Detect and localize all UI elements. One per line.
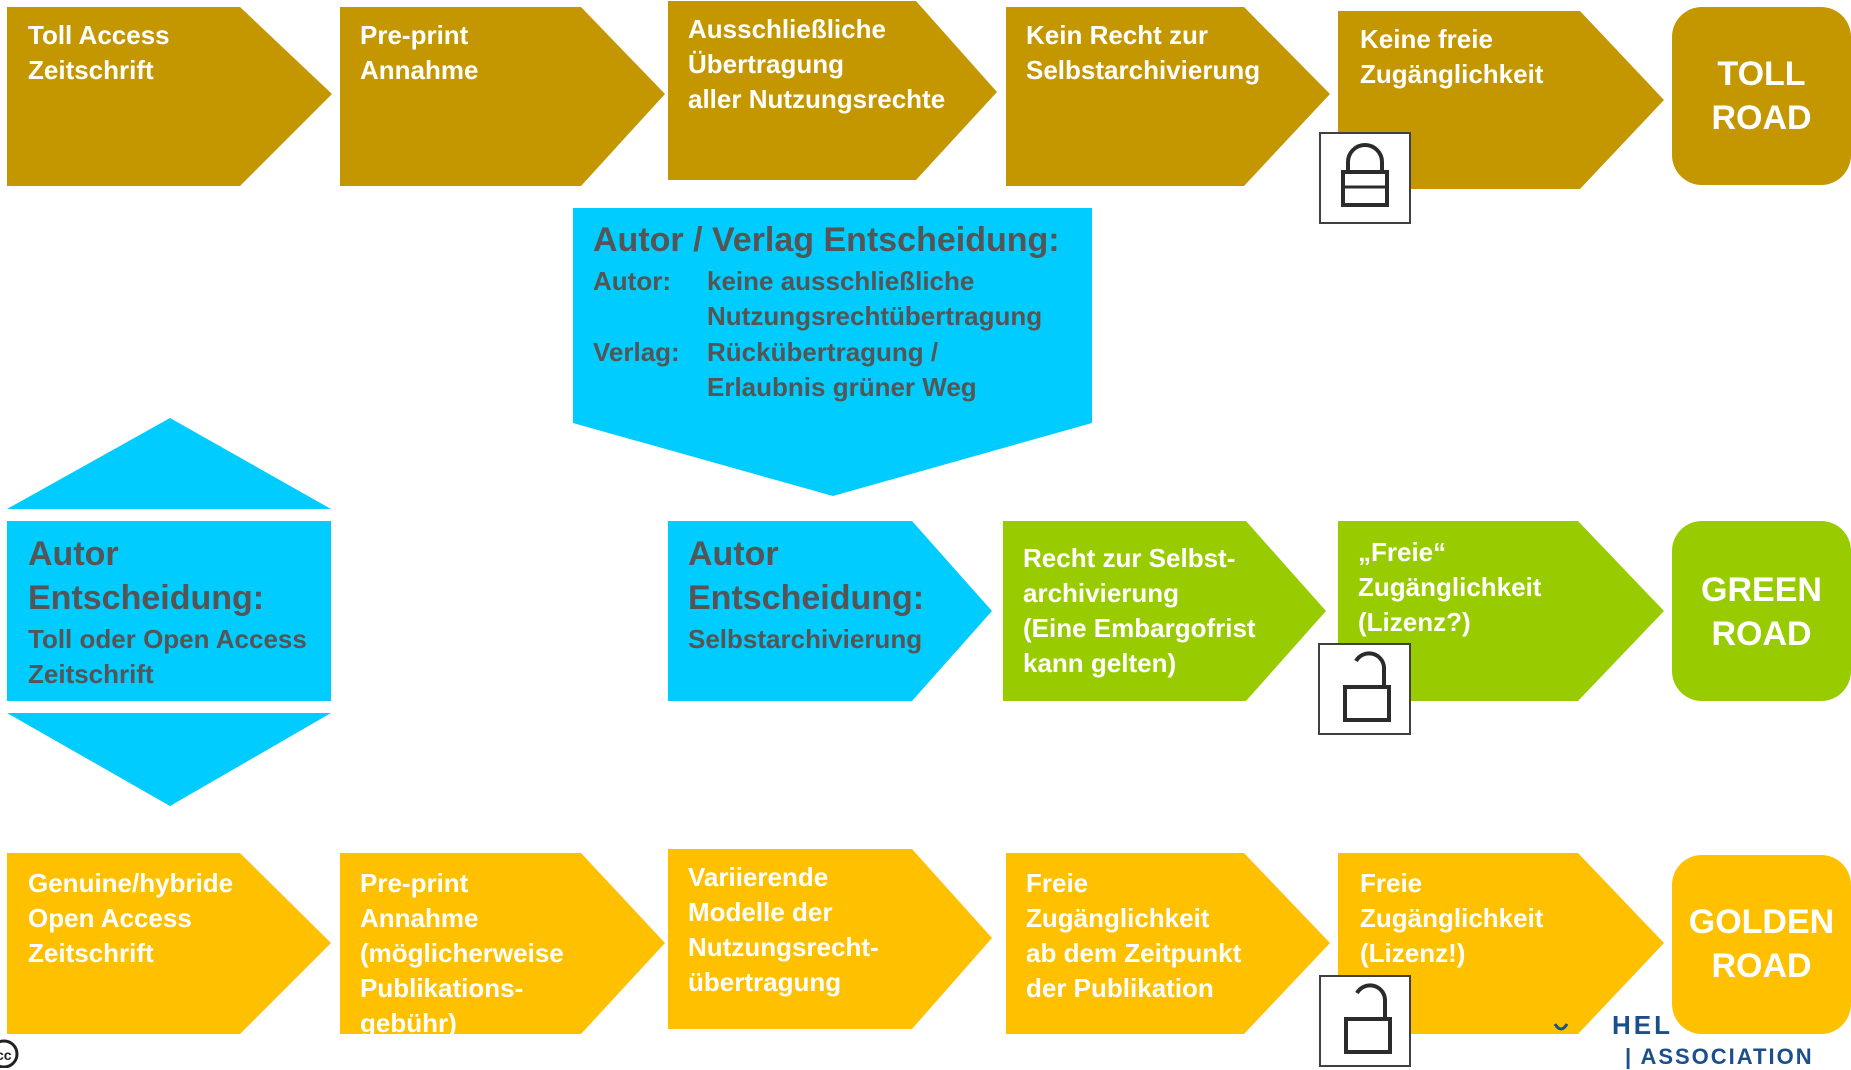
toll-road-box — [1672, 7, 1851, 185]
golden-road-label: GOLDEN ROAD — [1688, 903, 1835, 985]
green-decision-arrow — [668, 521, 992, 701]
toll-step-5-arrow — [1338, 11, 1664, 189]
toll-step-4-label: Kein Recht zur Selbstarchivierung — [1026, 20, 1261, 85]
decision-autor-label: Autor: — [593, 266, 671, 296]
green-road-box — [1672, 521, 1851, 701]
gold-step-3-label: Variierende Modelle der Nutzungsrecht- ü… — [688, 862, 879, 997]
gold-step-4-label: Freie Zugänglichkeit ab dem Zeitpunkt de… — [1026, 868, 1242, 1003]
decision-autor-text: keine ausschließliche Nutzungsrechtübert… — [707, 266, 1043, 331]
left-up-arrow-head — [7, 418, 331, 509]
left-decision-subtitle: Toll oder Open Access Zeitschrift — [28, 624, 307, 689]
toll-step-2-label: Pre-print Annahme — [360, 20, 479, 85]
gold-step-2-label: Pre-print Annahme (möglicherweise Publik… — [360, 868, 564, 1038]
decision-verlag-label: Verlag: — [593, 337, 680, 367]
left-decision-box — [7, 521, 331, 701]
decision-title: Autor / Verlag Entscheidung: — [593, 221, 1060, 259]
toll-step-3-arrow — [668, 1, 997, 180]
green-step-1-label: Recht zur Selbst- archivierung (Eine Emb… — [1023, 543, 1256, 678]
author-publisher-decision-shape — [573, 208, 1092, 496]
logo-name-partial: HEL — [1612, 1010, 1673, 1040]
left-decision-title: Autor Entscheidung: — [28, 535, 265, 617]
cc-icon: cc — [0, 1039, 19, 1068]
green-road-label: GREEN ROAD — [1701, 571, 1822, 653]
green-step-1-arrow — [1003, 521, 1326, 701]
toll-step-2-arrow — [340, 7, 665, 186]
logo-association: | ASSOCIATION — [1625, 1044, 1814, 1069]
gold-step-5-label: Freie Zugänglichkeit (Lizenz!) — [1360, 868, 1544, 968]
toll-step-4-arrow — [1006, 7, 1330, 186]
toll-step-5-label: Keine freie Zugänglichkeit — [1360, 24, 1544, 89]
toll-road-label: TOLL ROAD — [1711, 55, 1812, 137]
gold-step-4-arrow — [1006, 853, 1330, 1034]
gold-step-2-arrow — [340, 853, 665, 1034]
gold-step-1-arrow — [7, 853, 331, 1034]
helmholtz-logo — [1553, 1023, 1569, 1031]
toll-step-1-label: Toll Access Zeitschrift — [28, 20, 170, 85]
green-decision-title: Autor Entscheidung: — [688, 535, 925, 617]
gold-step-3-arrow — [668, 849, 992, 1029]
green-step-2-label: „Freie“ Zugänglichkeit (Lizenz?) — [1358, 537, 1542, 637]
toll-step-1-arrow — [7, 7, 332, 186]
green-decision-subtitle: Selbstarchivierung — [688, 624, 923, 654]
left-down-arrow-head — [7, 713, 331, 806]
svg-text:cc: cc — [0, 1047, 12, 1063]
lock-closed-icon — [1319, 132, 1411, 224]
decision-verlag-text: Rückübertragung / Erlaubnis grüner Weg — [707, 337, 977, 402]
gold-step-1-label: Genuine/hybride Open Access Zeitschrift — [28, 868, 234, 968]
lock-open-icon — [1319, 975, 1411, 1067]
gold-step-5-arrow — [1338, 853, 1664, 1034]
lock-open-icon — [1318, 643, 1411, 735]
toll-step-3-label: Ausschließliche Übertragung aller Nutzun… — [688, 14, 946, 114]
green-step-2-arrow — [1338, 521, 1664, 701]
golden-road-box — [1672, 855, 1851, 1034]
